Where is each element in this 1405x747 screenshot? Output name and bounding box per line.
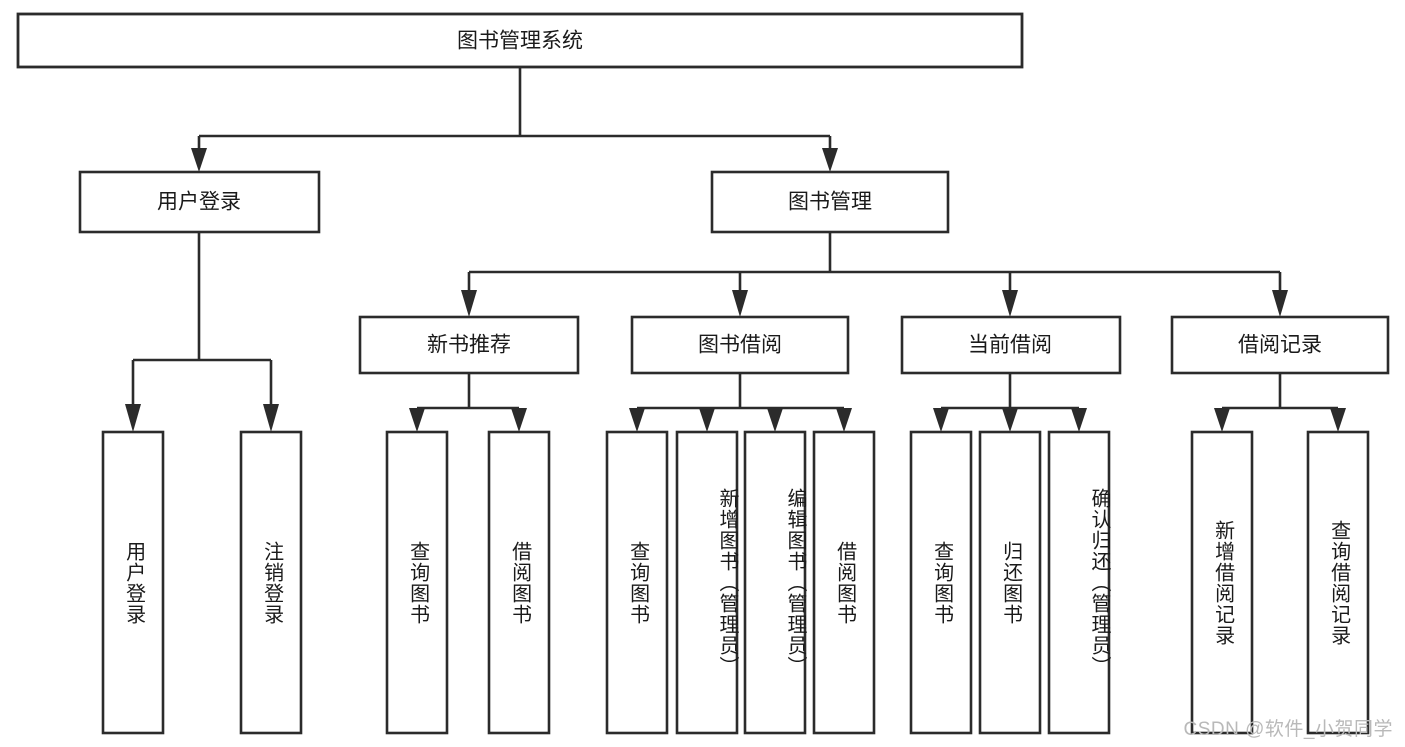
arrowhead-leaf-edit-book xyxy=(767,408,783,432)
node-root[interactable]: 图书管理系统 xyxy=(16,12,1024,69)
node-book-manage[interactable]: 图书管理 xyxy=(710,170,950,234)
node-borrow-record[interactable]: 借阅记录 xyxy=(1170,315,1390,375)
node-user-login-label: 用户登录 xyxy=(157,191,241,214)
node-root-box[interactable] xyxy=(16,12,1024,69)
leaf-return-book-box[interactable] xyxy=(978,430,1042,735)
arrowhead-new-book-recommend xyxy=(461,290,477,317)
arrowhead-leaf-user-logout xyxy=(263,404,279,432)
arrowhead-leaf-query-book-3 xyxy=(933,408,949,432)
node-new-book-recommend[interactable]: 新书推荐 xyxy=(358,315,580,375)
leaf-query-book-1-box[interactable] xyxy=(385,430,449,735)
connector-group-new-book-recommend xyxy=(409,373,527,432)
arrowhead-leaf-borrow-book-1 xyxy=(511,408,527,432)
arrowhead-book-borrow xyxy=(732,290,748,317)
node-book-manage-box[interactable] xyxy=(710,170,950,234)
connector-group-current-borrow xyxy=(933,373,1087,432)
arrowhead-current-borrow xyxy=(1002,290,1018,317)
node-book-borrow-label: 图书借阅 xyxy=(698,334,782,357)
arrowhead-leaf-return-book xyxy=(1002,408,1018,432)
leaf-add-book-box[interactable] xyxy=(675,430,739,735)
connector-group-root xyxy=(191,67,838,172)
csdn-watermark: CSDN @软件_小贺同学 xyxy=(1183,719,1393,740)
leaf-borrow-book-2-box[interactable] xyxy=(812,430,876,735)
arrowhead-leaf-add-book xyxy=(699,408,715,432)
connector-group-book-borrow xyxy=(629,373,852,432)
arrowhead-leaf-query-record xyxy=(1330,408,1346,432)
connector-group-book-manage xyxy=(461,232,1288,317)
node-new-book-recommend-label: 新书推荐 xyxy=(427,334,511,357)
arrowhead-leaf-confirm-return xyxy=(1071,408,1087,432)
arrowhead-book-manage xyxy=(822,148,838,172)
node-current-borrow-box[interactable] xyxy=(900,315,1122,375)
leaf-add-record-box[interactable] xyxy=(1190,430,1254,735)
leaf-confirm-return-box[interactable] xyxy=(1047,430,1111,735)
leaf-user-login-box[interactable] xyxy=(101,430,165,735)
connector-group-borrow-record xyxy=(1214,373,1346,432)
node-user-login[interactable]: 用户登录 xyxy=(78,170,321,234)
node-book-borrow[interactable]: 图书借阅 xyxy=(630,315,850,375)
node-new-book-recommend-box[interactable] xyxy=(358,315,580,375)
node-current-borrow[interactable]: 当前借阅 xyxy=(900,315,1122,375)
connector-group-user-login xyxy=(125,232,279,432)
arrowhead-leaf-query-book-1 xyxy=(409,408,425,432)
arrowhead-leaf-query-book-2 xyxy=(629,408,645,432)
node-root-label: 图书管理系统 xyxy=(457,30,583,53)
node-book-borrow-box[interactable] xyxy=(630,315,850,375)
node-borrow-record-box[interactable] xyxy=(1170,315,1390,375)
arrowhead-user-login xyxy=(191,148,207,172)
arrowhead-leaf-borrow-book-2 xyxy=(836,408,852,432)
leaf-edit-book-box[interactable] xyxy=(743,430,807,735)
leaf-borrow-book-1-box[interactable] xyxy=(487,430,551,735)
arrowhead-leaf-add-record xyxy=(1214,408,1230,432)
leaf-boxes xyxy=(101,430,1370,735)
node-book-manage-label: 图书管理 xyxy=(788,191,872,214)
arrowhead-borrow-record xyxy=(1272,290,1288,317)
arrowhead-leaf-user-login xyxy=(125,404,141,432)
leaf-query-record-box[interactable] xyxy=(1306,430,1370,735)
leaf-query-book-3-box[interactable] xyxy=(909,430,973,735)
leaf-query-book-2-box[interactable] xyxy=(605,430,669,735)
leaf-user-logout-box[interactable] xyxy=(239,430,303,735)
node-borrow-record-label: 借阅记录 xyxy=(1238,334,1322,357)
node-current-borrow-label: 当前借阅 xyxy=(968,334,1052,357)
node-user-login-box[interactable] xyxy=(78,170,321,234)
